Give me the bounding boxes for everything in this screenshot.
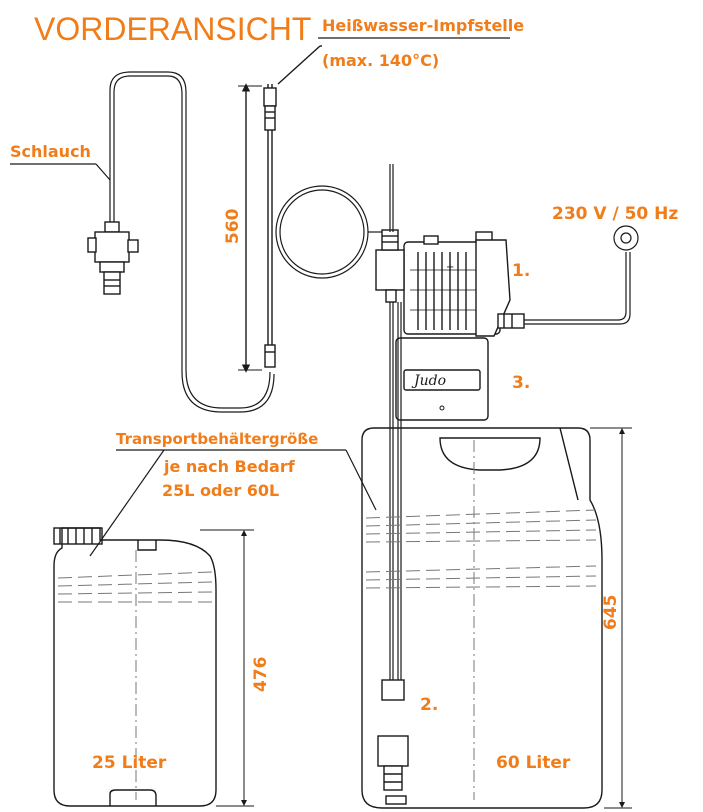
pump-plus-mark: + <box>446 262 454 273</box>
injection-label-line2: (max. 140°C) <box>322 51 439 70</box>
injection-point-assembly <box>238 45 322 373</box>
tank-25-liter <box>53 527 217 807</box>
dosing-pump <box>375 229 525 421</box>
step-2-label: 2. <box>420 695 438 715</box>
pump-logo: Judo <box>411 373 446 389</box>
hose-label: Schlauch <box>10 142 91 161</box>
tank-60-label: 60 Liter <box>496 753 571 773</box>
suction-lance <box>389 164 402 680</box>
hose-label-pointer <box>95 163 111 181</box>
transport-label-line1: Transportbehältergröße <box>116 430 318 448</box>
injection-label-line1: Heißwasser-Impfstelle <box>322 16 524 35</box>
dimension-645-label: 645 <box>601 595 621 631</box>
transport-pointers <box>89 449 377 557</box>
dimension-476-label: 476 <box>251 657 271 693</box>
foot-valve <box>87 221 139 295</box>
page-title: Vorderansicht <box>34 11 311 47</box>
power-cable <box>524 225 639 325</box>
dimension-560-label: 560 <box>223 208 243 244</box>
tank-60-liter <box>361 427 603 809</box>
transport-label-line2: je nach Bedarf <box>163 457 296 476</box>
tank-25-label: 25 Liter <box>92 753 167 773</box>
step-1-label: 1. <box>512 261 530 281</box>
power-label: 230 V / 50 Hz <box>552 204 678 224</box>
transport-label-line3: 25L oder 60L <box>162 481 279 500</box>
plate-screw <box>439 405 445 411</box>
hose <box>109 71 384 413</box>
dimension-645 <box>590 427 632 809</box>
dimension-476 <box>200 529 254 807</box>
step-3-label: 3. <box>512 373 530 393</box>
page-title-text: Vorderansicht <box>34 11 311 47</box>
